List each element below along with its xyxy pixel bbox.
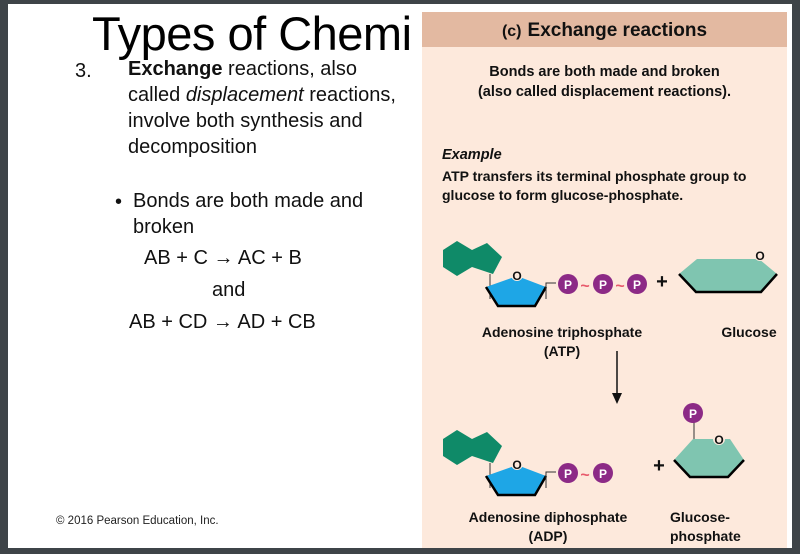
oxygen-bg	[511, 269, 523, 281]
equation-connector: and	[212, 279, 246, 301]
glucose-ring	[674, 439, 744, 477]
equation-2: AB + CD → AD + CB	[129, 311, 316, 333]
equation-1: AB + C → AC + B	[144, 247, 302, 269]
ribose-oxygen: O	[512, 269, 521, 283]
glucose-phosphate-molecule: P O	[673, 403, 745, 479]
glucose-phosphate-line-1: Glucose-	[670, 509, 730, 525]
adenine-pentagon	[472, 243, 502, 274]
panel-title: Exchange reactions	[527, 20, 708, 41]
phosphate-link	[545, 282, 556, 299]
adp-label: Adenosine diphosphate (ADP)	[452, 508, 644, 546]
slide: Types of Chemi 3. Exchange reactions, al…	[8, 4, 792, 548]
copyright: © 2016 Pearson Education, Inc.	[56, 515, 219, 527]
example-label: Example	[442, 147, 502, 163]
atp-label-line-2: (ATP)	[543, 343, 581, 359]
term-exchange: Exchange	[128, 58, 223, 80]
atp-molecule: O P ~ P ~ P	[443, 241, 647, 308]
plus-sign: +	[656, 271, 668, 293]
slide-title: Types of Chemi	[92, 7, 412, 60]
high-energy-bond: ~	[580, 467, 589, 484]
phosphate-label: P	[599, 467, 607, 481]
phosphate-attached: P	[683, 403, 703, 423]
panel-tag: (c)	[501, 23, 522, 40]
list-number: 3.	[75, 60, 92, 82]
phosphate-label: P	[689, 407, 697, 421]
adp-molecule: O P ~ P	[443, 430, 613, 497]
ribose-oxygen: O	[512, 458, 521, 472]
glucose-label: Glucose	[721, 324, 777, 340]
panel-header: (c) Exchange reactions	[422, 12, 787, 47]
exchange-definition: Exchange reactions, also called displace…	[128, 56, 398, 160]
glucose-oxygen: O	[714, 433, 723, 447]
atp-label: Adenosine triphosphate (ATP)	[466, 323, 658, 361]
glucose-phosphate-label: Glucose- phosphate	[670, 508, 741, 546]
ribose-pentagon	[486, 276, 546, 306]
phosphate-1: P	[558, 463, 578, 483]
reaction-diagram: O P ~ P ~ P + O	[443, 241, 778, 497]
adp-label-line-2: (ADP)	[528, 528, 568, 544]
phosphate-2: P	[593, 463, 613, 483]
definition-text-2: reactions, involve both synthesis and de…	[128, 84, 396, 158]
bullet-text: Bonds are both made and broken	[133, 190, 364, 238]
glucose-edge	[678, 273, 778, 294]
adenine-pentagon	[472, 432, 502, 463]
phosphate-label: P	[564, 467, 572, 481]
bullet-dot: •	[115, 191, 123, 213]
glucose-molecule: O	[678, 249, 778, 294]
glucose-ring	[679, 259, 777, 292]
adp-label-line-1: Adenosine diphosphate	[468, 509, 628, 525]
phosphate-label: P	[633, 278, 641, 292]
glucose-phosphate-line-2: phosphate	[670, 528, 741, 544]
phosphate-1: P	[558, 274, 578, 294]
phosphate-2: P	[593, 274, 613, 294]
phosphate-label: P	[564, 278, 572, 292]
term-displacement: displacement	[185, 84, 304, 106]
panel-subtitle: Bonds are both made and broken (also cal…	[422, 62, 787, 102]
ribose-pentagon	[486, 465, 546, 495]
phosphate-label: P	[599, 278, 607, 292]
oxygen-bg	[713, 433, 725, 445]
high-energy-bond: ~	[615, 278, 624, 295]
ribose-edge	[484, 475, 548, 497]
glucose-edge	[673, 459, 745, 479]
subtitle-line-2: (also called displacement reactions).	[477, 84, 732, 100]
atp-label-line-1: Adenosine triphosphate	[481, 324, 643, 340]
phosphate-3: P	[627, 274, 647, 294]
high-energy-bond: ~	[580, 278, 589, 295]
glucose-oxygen: O	[755, 249, 764, 263]
exchange-reactions-panel: (c) Exchange reactions Bonds are both mad…	[422, 12, 787, 548]
phosphate-link	[545, 471, 556, 488]
adenine-hexagon	[443, 241, 472, 276]
reaction-arrow-head	[612, 393, 622, 404]
adenine-hexagon	[443, 430, 472, 465]
plus-sign: +	[653, 455, 665, 477]
definition-text: reactions, also called	[128, 58, 357, 106]
oxygen-bg	[754, 249, 766, 261]
example-text: ATP transfers its terminal phosphate gro…	[442, 168, 747, 203]
subtitle-line-1: Bonds are both made and broken	[489, 64, 720, 80]
ribose-edge	[484, 286, 548, 308]
oxygen-bg	[511, 458, 523, 470]
